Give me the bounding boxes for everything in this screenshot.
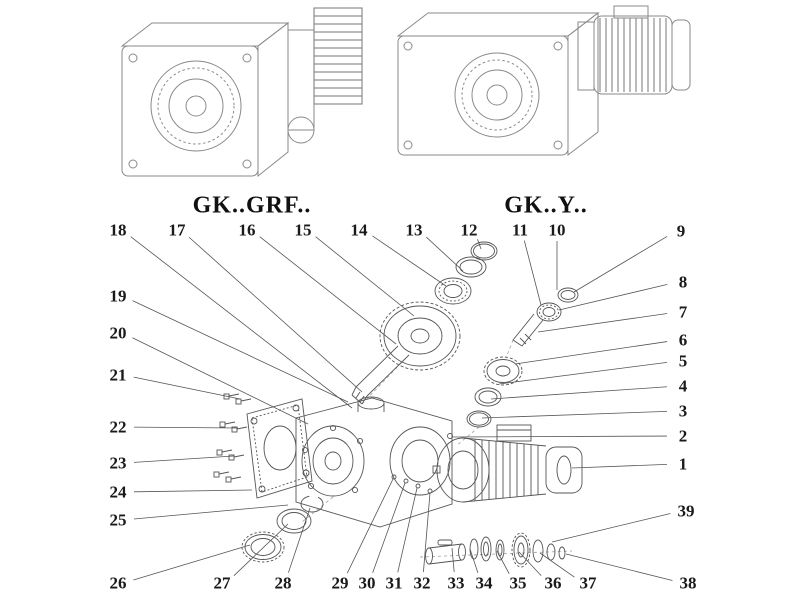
part-callout-32: 32 <box>413 573 431 593</box>
leader-line-29 <box>346 478 394 574</box>
gearbox-y-illustration <box>396 5 691 157</box>
leader-line-7 <box>537 313 668 333</box>
mounting-plate <box>246 398 313 499</box>
part-callout-35: 35 <box>509 573 527 593</box>
part-callout-7: 7 <box>678 302 688 322</box>
leader-line-30 <box>372 482 406 573</box>
part-callout-36: 36 <box>544 573 562 593</box>
model-title-gk-y: GK..Y.. <box>504 192 588 219</box>
leader-line-26 <box>133 544 251 581</box>
part-callout-14: 14 <box>350 220 368 240</box>
leader-line-2 <box>451 435 668 438</box>
part-callout-28: 28 <box>274 573 292 593</box>
part-callout-22: 22 <box>109 417 127 437</box>
upper-bearing-rings <box>434 241 498 305</box>
part-callout-34: 34 <box>475 573 493 593</box>
part-callout-27: 27 <box>213 573 231 593</box>
leader-line-33 <box>451 547 455 573</box>
part-callout-23: 23 <box>109 453 127 473</box>
part-callout-12: 12 <box>460 220 478 240</box>
motor <box>391 424 583 503</box>
part-callout-4: 4 <box>678 376 688 396</box>
part-callout-19: 19 <box>109 286 127 306</box>
gearbox-grf-illustration <box>120 7 363 178</box>
part-callout-38: 38 <box>679 573 697 593</box>
part-callout-6: 6 <box>678 330 688 350</box>
leader-line-31 <box>397 487 418 573</box>
part-callout-20: 20 <box>109 323 127 343</box>
leader-line-22 <box>133 426 239 429</box>
part-callout-3: 3 <box>678 401 688 421</box>
leader-line-6 <box>514 341 668 365</box>
leader-line-16 <box>259 236 397 345</box>
leader-line-8 <box>558 284 668 311</box>
leader-line-38 <box>565 553 673 581</box>
part-callout-31: 31 <box>385 573 403 593</box>
leader-line-12 <box>477 239 482 250</box>
pinion-assembly <box>466 287 579 428</box>
leader-line-25 <box>133 504 289 520</box>
part-callout-9: 9 <box>676 221 686 241</box>
part-callout-18: 18 <box>109 220 127 240</box>
leader-line-28 <box>288 507 311 573</box>
part-callout-37: 37 <box>579 573 597 593</box>
part-callout-25: 25 <box>109 510 127 530</box>
output-shaft-assembly <box>425 532 566 568</box>
part-callout-10: 10 <box>548 220 566 240</box>
leader-line-11 <box>523 240 542 306</box>
part-callout-2: 2 <box>678 426 688 446</box>
part-callout-8: 8 <box>678 272 688 292</box>
leader-line-32 <box>423 492 431 573</box>
leader-line-34 <box>469 548 479 573</box>
input-gear-shaft <box>351 301 461 405</box>
leader-line-4 <box>490 386 668 400</box>
leader-line-39 <box>551 513 671 543</box>
leader-line-14 <box>372 235 447 287</box>
part-callout-30: 30 <box>358 573 376 593</box>
leader-line-19 <box>132 300 349 403</box>
leader-line-36 <box>518 551 542 576</box>
leader-line-27 <box>233 523 289 576</box>
leader-line-21 <box>133 376 241 400</box>
leader-line-24 <box>133 489 253 493</box>
leader-line-9 <box>573 236 668 293</box>
model-title-gk-grf: GK..GRF.. <box>192 192 312 219</box>
part-callout-21: 21 <box>109 365 127 385</box>
part-callout-26: 26 <box>109 573 127 593</box>
part-callout-24: 24 <box>109 482 127 502</box>
part-callout-13: 13 <box>405 220 423 240</box>
part-callout-17: 17 <box>168 220 186 240</box>
part-callout-11: 11 <box>511 220 529 240</box>
leader-line-18 <box>130 236 353 409</box>
leader-line-17 <box>188 236 363 393</box>
part-callout-15: 15 <box>294 220 312 240</box>
part-callout-1: 1 <box>678 454 688 474</box>
leader-line-15 <box>315 236 415 317</box>
part-callout-33: 33 <box>447 573 465 593</box>
leader-line-20 <box>132 337 309 425</box>
leader-line-5 <box>498 361 668 385</box>
leader-line-3 <box>481 410 668 419</box>
plate-bolts <box>213 393 252 483</box>
part-callout-39: 39 <box>677 501 695 521</box>
part-callout-16: 16 <box>238 220 256 240</box>
leader-line-37 <box>539 552 575 578</box>
leader-line-13 <box>425 236 464 272</box>
leader-line-35 <box>496 550 510 574</box>
leader-line-23 <box>133 455 235 463</box>
part-callout-5: 5 <box>678 351 688 371</box>
leader-line-1 <box>571 463 668 469</box>
part-callout-29: 29 <box>331 573 349 593</box>
